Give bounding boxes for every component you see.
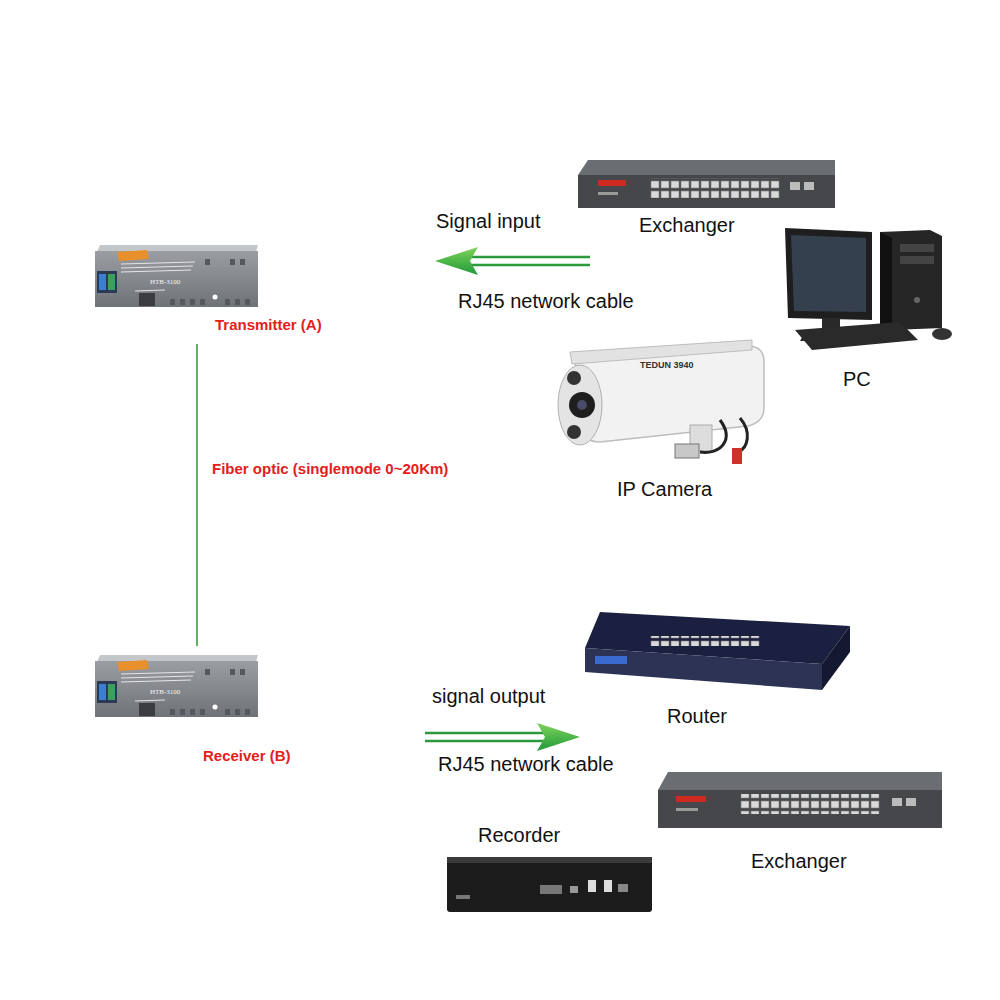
router-node: Router (580, 605, 855, 730)
node-label: IP Camera (617, 478, 712, 501)
recorder-node: Recorder (444, 822, 656, 917)
pc-node: PC (780, 222, 960, 393)
transmitter-device (95, 245, 258, 307)
router-illustration (585, 612, 850, 690)
node-label: Exchanger (751, 850, 847, 873)
switch-device (658, 772, 942, 828)
brand-label: TEDUN 3940 (640, 360, 694, 370)
node-label: Router (667, 705, 727, 728)
fiber-connector (196, 344, 198, 646)
edge-label: Fiber optic (singlemode 0~20Km) (212, 460, 448, 477)
model-label: HTB-3100 (150, 688, 180, 696)
recorder-illustration (447, 857, 652, 912)
node-label: Transmitter (A) (215, 316, 322, 333)
model-label: HTB-3100 (150, 278, 180, 286)
converter-node: Receiver (B) (90, 650, 350, 770)
receiver-device (95, 655, 258, 717)
signal-label: Signal input (436, 210, 541, 233)
converter-node: Transmitter (A) (90, 240, 350, 340)
switch-device (578, 160, 835, 208)
node-label: Exchanger (639, 214, 735, 237)
node-label: Receiver (B) (203, 747, 291, 764)
camera-illustration (558, 340, 764, 464)
signal-output-arrow (425, 723, 580, 751)
switch-node: Exchanger (655, 768, 945, 875)
pc-illustration (785, 228, 952, 350)
cable-label: RJ45 network cable (438, 753, 614, 776)
cable-label: RJ45 network cable (458, 290, 634, 313)
signal-label: signal output (432, 685, 545, 708)
node-label: Recorder (478, 824, 560, 847)
node-label: PC (843, 368, 871, 391)
switch-node: Exchanger (575, 155, 840, 240)
signal-input-arrow (435, 247, 590, 275)
